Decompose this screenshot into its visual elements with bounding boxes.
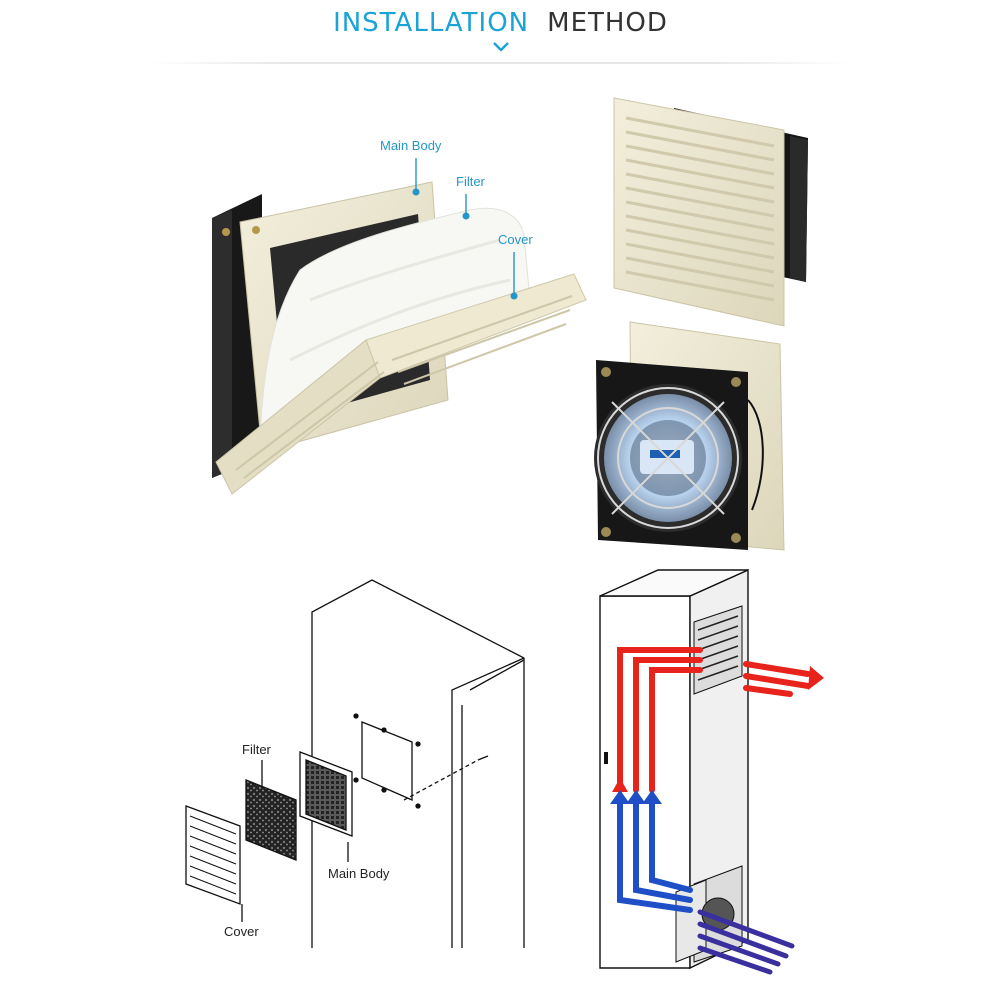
header-divider [150, 62, 850, 64]
header: INSTALLATION METHOD [0, 0, 1001, 70]
diagram-label-filter: Filter [242, 742, 271, 757]
label-cover: Cover [498, 232, 533, 247]
diagram-label-main-body: Main Body [328, 866, 390, 881]
title-primary: INSTALLATION [333, 8, 530, 38]
airflow-diagram [599, 568, 824, 975]
photo-leaders [412, 158, 518, 300]
chevron-down-icon [493, 42, 509, 52]
diagram-label-cover: Cover [224, 924, 259, 939]
exploded-filter-fan-photo [212, 181, 587, 495]
grille-front-photo [613, 97, 808, 327]
label-filter: Filter [456, 174, 485, 189]
fan-rear-photo [594, 321, 785, 551]
page-title: INSTALLATION METHOD [0, 8, 1001, 38]
title-secondary: METHOD [547, 8, 668, 38]
label-main-body: Main Body [380, 138, 442, 153]
mounting-diagram [185, 579, 525, 948]
